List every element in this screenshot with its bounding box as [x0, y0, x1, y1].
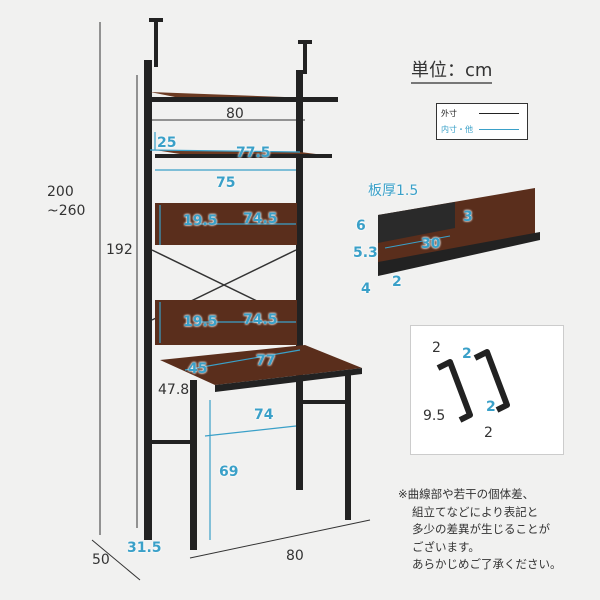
note-line: ございます。 [412, 539, 480, 554]
tray-bottom-b: 2 [392, 274, 402, 290]
panel1-height: 19.5 [183, 213, 218, 229]
shelf-depth: 25 [157, 135, 177, 151]
unit-label: 単位：cm [411, 62, 493, 84]
inner-dimension-lines [149, 132, 301, 540]
hook-side: 2 [486, 399, 496, 415]
tray-bottom-a: 4 [361, 281, 371, 297]
base-width: 80 [286, 548, 304, 564]
legend-inner-line [479, 129, 519, 130]
hook-photo-frame [410, 325, 564, 455]
note-line: あらかじめご了承ください。 [412, 557, 562, 571]
tray-illustration [378, 188, 540, 276]
panel2-width: 74.5 [243, 312, 278, 328]
tray-depth: 5.3 [353, 245, 378, 261]
tray-width: 30 [421, 236, 441, 252]
frame-height: 192 [106, 242, 133, 258]
note-line: ※曲線部や若干の個体差、 [398, 487, 535, 501]
desk-depth: 47.8 [158, 382, 190, 398]
inner-width: 75 [216, 175, 236, 191]
under-desk-width: 74 [254, 407, 274, 423]
disclaimer-note: ※曲線部や若干の個体差、 組立てなどにより表記と 多少の差異が生じることが ござ… [398, 486, 562, 574]
hook-height: 9.5 [423, 408, 446, 424]
legend-outer-line [479, 113, 519, 114]
hook-top-a: 2 [432, 340, 441, 356]
note-line: 組立てなどにより表記と [412, 504, 539, 519]
total-height-1: 200 [47, 184, 74, 200]
hook-bottom: 2 [484, 425, 493, 441]
tray-height: 6 [356, 218, 366, 234]
tray-thickness: 板厚1.5 [368, 183, 419, 199]
note-line: 多少の差異が生じることが [412, 522, 550, 536]
desk-height: 69 [219, 464, 239, 480]
legend-outer: 外寸 [441, 109, 457, 118]
base-depth: 50 [92, 552, 110, 568]
panel2-height: 19.5 [183, 314, 218, 330]
top-shelf-width: 80 [226, 106, 244, 122]
hook-top-b: 2 [462, 346, 472, 362]
desk-width-inner: 77 [256, 353, 276, 369]
dimension-legend: 外寸 内寸・他 [436, 103, 528, 140]
total-height-2: ~260 [47, 203, 86, 219]
base-depth-inner: 31.5 [127, 540, 162, 556]
outer-dimension-lines [91, 22, 371, 581]
tray-lip: 3 [463, 209, 473, 225]
legend-inner: 内寸・他 [441, 125, 473, 134]
desk-depth-inner: 45 [188, 361, 208, 377]
frame-poles [144, 18, 351, 550]
shelf2-width: 77.5 [236, 145, 271, 161]
panel1-width: 74.5 [243, 211, 278, 227]
